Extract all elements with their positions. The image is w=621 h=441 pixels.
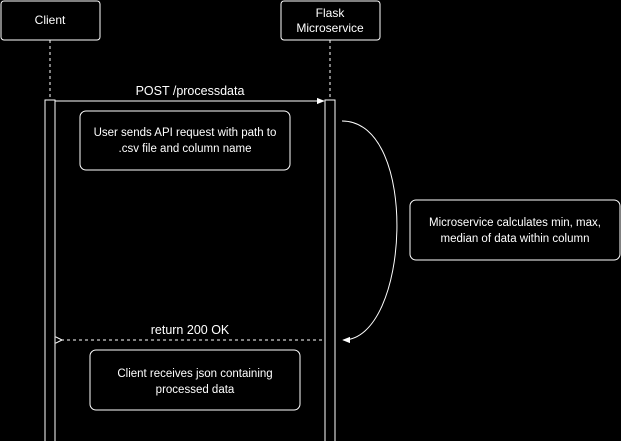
client-participant[interactable]: Client <box>0 0 101 41</box>
client-activation-bar <box>44 99 56 441</box>
service-activation-bar <box>324 99 336 441</box>
request-note: User sends API request with path to .csv… <box>79 110 291 171</box>
service-label-line1: Flask <box>316 6 346 20</box>
response-note-line2: processed data <box>156 384 235 396</box>
processing-note-line2: median of data within column <box>441 233 590 245</box>
response-note-line1: Client receives json containing <box>117 368 272 380</box>
service-participant[interactable]: Flask Microservice <box>280 0 381 41</box>
request-note-line2: .csv file and column name <box>119 143 252 155</box>
response-note: Client receives json containing processe… <box>89 349 301 411</box>
processing-note-line1: Microservice calculates min, max, <box>429 217 601 229</box>
service-label-line2: Microservice <box>296 21 364 35</box>
request-note-line1: User sends API request with path to <box>94 127 277 139</box>
processing-curve <box>341 120 398 344</box>
response-label: return 200 OK <box>151 323 230 337</box>
processing-note: Microservice calculates min, max, median… <box>409 199 621 261</box>
request-label: POST /processdata <box>136 84 245 98</box>
client-label: Client <box>35 13 66 27</box>
